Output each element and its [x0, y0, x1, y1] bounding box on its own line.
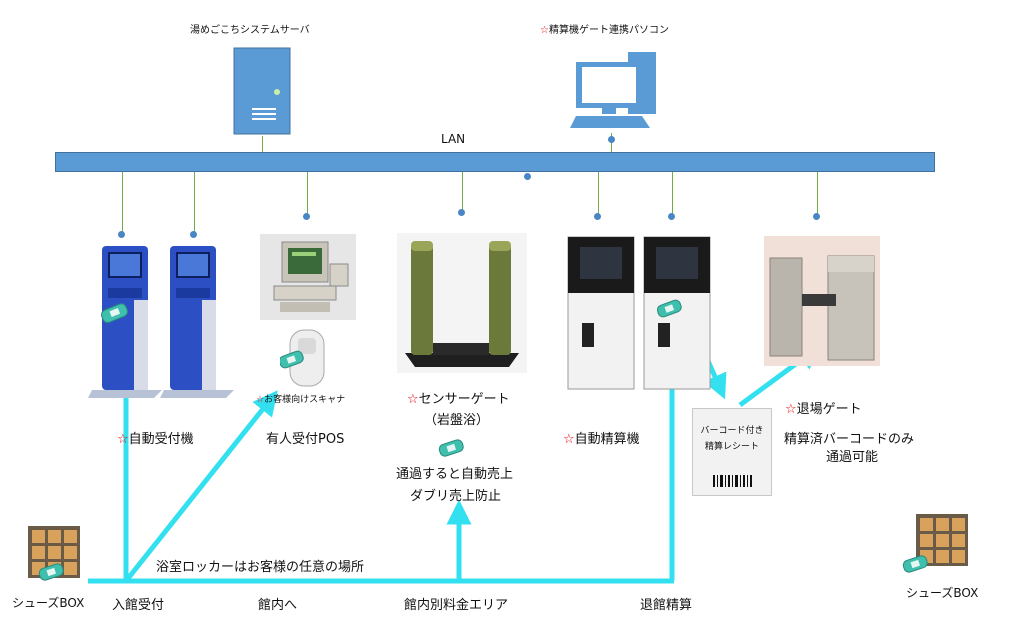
- wristband-tag-icon: [438, 439, 464, 457]
- auto-payment-machine-image: [567, 236, 711, 390]
- gate-pc-label: ☆精算機ゲート連携パソコン: [540, 25, 669, 36]
- auto-reception-kiosk-image: [88, 246, 234, 398]
- exit-gate-desc-line2: 通過可能: [826, 450, 879, 465]
- connector-dot: [668, 213, 675, 220]
- receipt-label-line2: 精算レシート: [704, 442, 759, 452]
- manned-pos-image: [260, 234, 356, 320]
- connector-line: [194, 172, 195, 234]
- shoes-box-left-image: [28, 526, 80, 581]
- connector-line: [307, 172, 308, 216]
- connector-dot: [458, 209, 465, 216]
- customer-scanner-label: ☆お客様向けスキャナ: [256, 395, 346, 405]
- auto-reception-label: ☆自動受付機: [117, 432, 194, 447]
- shoes-box-right-label: シューズBOX: [906, 586, 979, 600]
- receipt-label-line1: バーコード付き: [700, 426, 764, 436]
- barcode-icon: [713, 475, 752, 487]
- connector-line: [262, 136, 263, 152]
- star-mark: ☆: [563, 432, 575, 447]
- computer-icon: [570, 52, 656, 128]
- star-mark: ☆: [117, 432, 129, 447]
- system-server-label: 湯めごこちシステムサーバ: [190, 25, 310, 36]
- locker-note: 浴室ロッカーはお客様の任意の場所: [156, 560, 365, 575]
- connector-dot: [594, 213, 601, 220]
- shoes-box-right-image: [902, 514, 968, 573]
- star-mark: ☆: [785, 402, 797, 417]
- connector-line: [462, 172, 463, 212]
- shoes-box-left-label: シューズBOX: [12, 596, 85, 610]
- sensor-gate-sublabel: （岩盤浴）: [424, 413, 490, 428]
- connector-dot: [190, 231, 197, 238]
- server-icon: [233, 47, 291, 135]
- connector-dot: [303, 213, 310, 220]
- auto-sale-note-line1: 通過すると自動売上: [396, 467, 514, 482]
- connector-line: [672, 172, 673, 216]
- manned-pos-label: 有人受付POS: [266, 432, 345, 447]
- sensor-gate-label: ☆センサーゲート: [407, 392, 510, 407]
- checkin-label: 入館受付: [112, 598, 165, 613]
- connector-dot: [524, 173, 531, 180]
- star-mark: ☆: [256, 395, 265, 405]
- exit-gate-image: [764, 236, 880, 366]
- barcode-receipt: バーコード付き 精算レシート: [692, 408, 772, 496]
- connector-line: [817, 172, 818, 216]
- connector-dot: [813, 213, 820, 220]
- star-mark: ☆: [407, 392, 419, 407]
- auto-sale-note-line2: ダブリ売上防止: [410, 489, 502, 504]
- connector-line: [122, 172, 123, 234]
- auto-payment-label: ☆自動精算機: [563, 432, 640, 447]
- connector-dot: [608, 136, 615, 143]
- customer-scanner-image: [280, 329, 325, 387]
- sensor-gate-image: [397, 233, 527, 373]
- to-inside-label: 館内へ: [258, 598, 298, 613]
- checkout-label: 退館精算: [640, 598, 693, 613]
- paid-area-label: 館内別料金エリア: [404, 598, 509, 613]
- connector-dot: [118, 231, 125, 238]
- lan-label: LAN: [441, 132, 466, 146]
- exit-gate-label: ☆退場ゲート: [785, 402, 862, 417]
- lan-bar: [55, 152, 935, 172]
- arrow-to-scanner: [124, 390, 278, 583]
- star-mark: ☆: [540, 25, 549, 36]
- exit-gate-desc-line1: 精算済バーコードのみ: [784, 432, 915, 447]
- connector-line: [598, 172, 599, 216]
